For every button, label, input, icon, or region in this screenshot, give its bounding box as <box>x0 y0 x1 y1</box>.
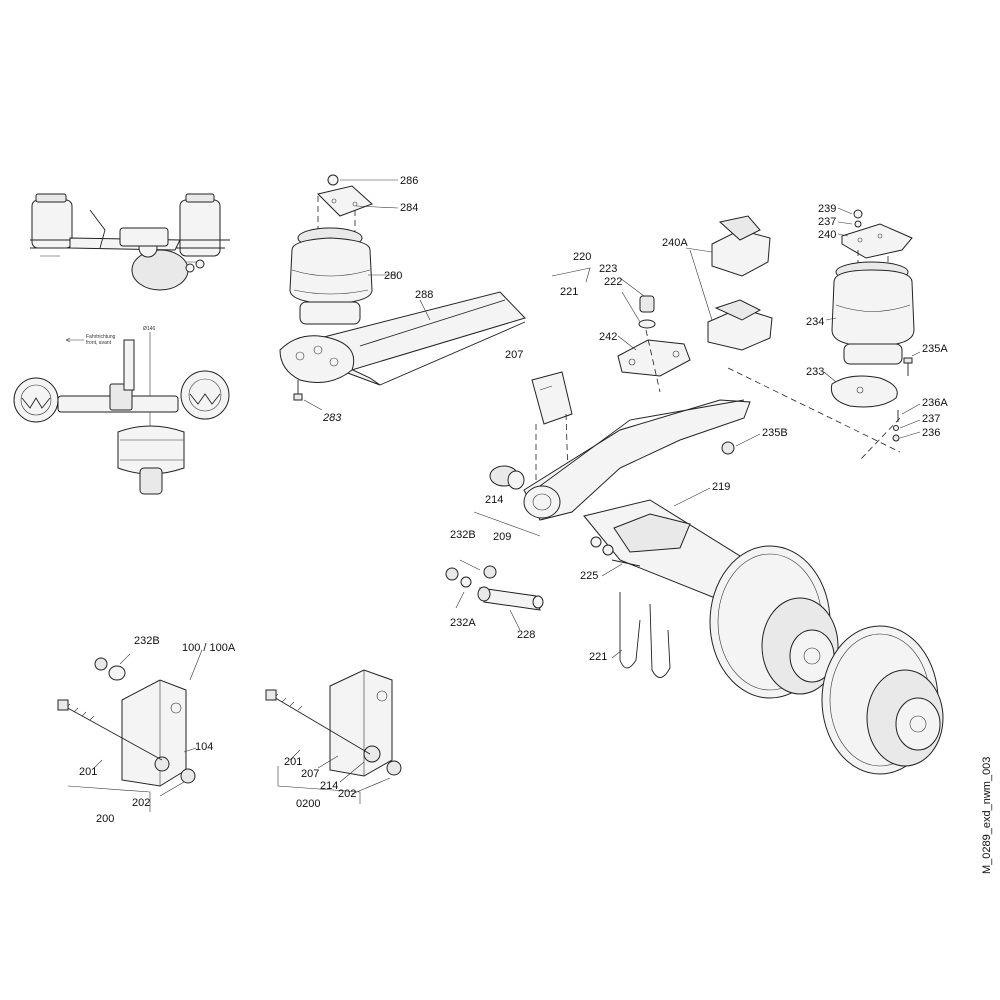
callout-220: 220 <box>573 251 591 263</box>
callout-201-right: 201 <box>284 756 302 768</box>
callout-242: 242 <box>599 331 617 343</box>
callout-234: 234 <box>806 316 824 328</box>
callout-232B-bottom: 232B <box>134 635 160 647</box>
callout-200: 200 <box>96 813 114 825</box>
callout-286: 286 <box>400 175 418 187</box>
callout-209: 209 <box>493 531 511 543</box>
callout-221-top: 221 <box>560 286 578 298</box>
inset-front-view: Fahrtrichtung front, avant Ø146 <box>13 326 230 495</box>
callout-219: 219 <box>712 481 730 493</box>
callout-222: 222 <box>604 276 622 288</box>
callout-284: 284 <box>400 202 418 214</box>
callout-232B-top: 232B <box>450 529 476 541</box>
callout-201-left: 201 <box>79 766 97 778</box>
drawing-id: M_0289_exd_nwm_003 <box>981 757 993 874</box>
callout-207-bottom: 207 <box>301 768 319 780</box>
axle-assembly <box>583 487 944 775</box>
callout-104: 104 <box>195 741 213 753</box>
callout-237-top: 237 <box>818 216 836 228</box>
fahrtrichtung-label: Fahrtrichtung <box>86 334 116 340</box>
hanger-assembly-100 <box>57 649 203 812</box>
saddle-parts <box>551 267 691 393</box>
callout-232A: 232A <box>450 617 476 629</box>
callout-239: 239 <box>818 203 836 215</box>
callout-236: 236 <box>922 427 940 439</box>
spring-arm-assembly <box>473 371 761 537</box>
callout-283: 283 <box>322 412 342 424</box>
callout-225: 225 <box>580 570 598 582</box>
bracket-240A <box>685 215 773 351</box>
callout-202-right: 202 <box>338 788 356 800</box>
callout-235A: 235A <box>922 343 948 355</box>
diameter-label: Ø146 <box>143 326 155 332</box>
callout-202-left: 202 <box>132 797 150 809</box>
callout-235B: 235B <box>762 427 788 439</box>
callout-288: 288 <box>415 289 433 301</box>
callout-207-top: 207 <box>505 349 523 361</box>
callout-228: 228 <box>517 629 535 641</box>
air-spring-group-right <box>727 207 921 461</box>
callout-214-bottom: 214 <box>320 780 338 792</box>
front-avant-label: front, avant <box>86 340 112 346</box>
callout-240: 240 <box>818 229 836 241</box>
callout-0200: 0200 <box>296 798 320 810</box>
callout-237-bottom: 237 <box>922 413 940 425</box>
callout-214-top: 214 <box>485 494 503 506</box>
callout-223: 223 <box>599 263 617 275</box>
part-callouts: 286 284 280 288 283 220 223 222 221 240A… <box>79 175 948 825</box>
callout-233: 233 <box>806 366 824 378</box>
callout-236A: 236A <box>922 397 948 409</box>
callout-221-bottom: 221 <box>589 651 607 663</box>
air-spring-group-left <box>279 174 526 411</box>
hanger-assembly-0200 <box>265 669 402 804</box>
callout-100-100A: 100 / 100A <box>182 642 236 654</box>
callout-240A: 240A <box>662 237 688 249</box>
inset-side-view <box>30 193 230 291</box>
shock-absorber <box>445 559 544 631</box>
callout-280: 280 <box>384 270 402 282</box>
